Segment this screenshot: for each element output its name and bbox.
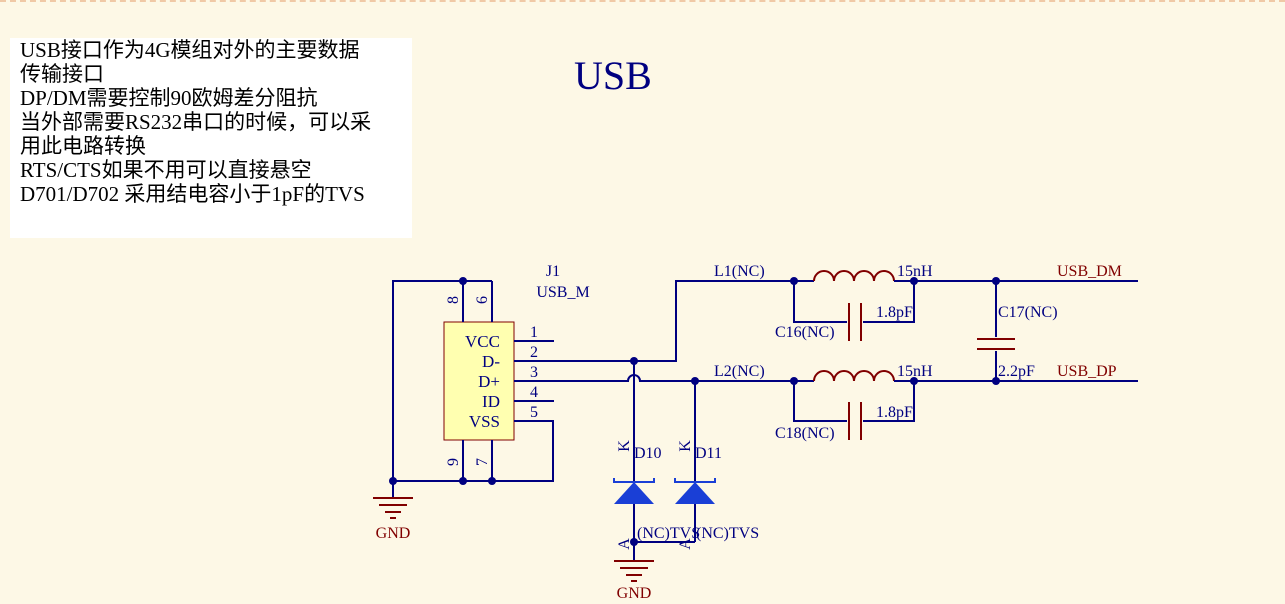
d10-a-label: A [616,538,633,550]
tvs-diode-d10[interactable]: K D10 A (NC)TVS [613,440,700,550]
l2-value: 15nH [897,363,933,380]
connector-value: USB_M [536,284,589,301]
c16-ref: C16(NC) [775,324,835,341]
net-label-usb-dm: USB_DM [1057,263,1122,280]
capacitor-c17[interactable]: C17(NC) 2.2pF [977,281,1058,381]
pin-number-7: 7 [474,458,491,466]
connector-ref: J1 [546,263,560,280]
gnd-label-left: GND [376,525,411,542]
gnd-label-bottom: GND [617,585,652,602]
d11-a-label: A [677,538,694,550]
tvs-diode-d11[interactable]: K D11 A (NC)TVS [674,440,759,550]
inductor-l1[interactable]: L1(NC) 15nH [714,263,933,285]
note-line-6: RTS/CTS如果不用可以直接悬空 [20,158,312,182]
d10-ref: D10 [634,445,662,462]
note-line-5: 用此电路转换 [20,134,146,158]
gnd-symbol-left: GND [373,497,413,542]
d11-value: (NC)TVS [696,525,759,542]
l2-ref: L2(NC) [714,363,765,380]
l1-ref: L1(NC) [714,263,765,280]
d10-value: (NC)TVS [637,525,700,542]
sheet-title: USB [574,53,652,98]
d11-ref: D11 [695,445,722,462]
pin-label-vcc: VCC [465,332,500,351]
c18-value: 1.8pF [876,404,913,421]
connector-j1[interactable]: J1 USB_M VCC D- D+ ID VSS 1 2 3 4 5 8 6 … [443,263,590,481]
pin-number-6: 6 [474,296,491,304]
pin-number-2: 2 [530,344,538,361]
pin-number-9: 9 [445,458,462,466]
note-line-3: DP/DM需要控制90欧姆差分阻抗 [20,86,318,110]
d11-k-label: K [677,440,694,452]
pin-label-id: ID [482,392,500,411]
dm-net-wiring [554,280,794,542]
design-notes: USB接口作为4G模组对外的主要数据 传输接口 DP/DM需要控制90欧姆差分阻… [10,38,412,238]
c17-ref: C17(NC) [998,304,1058,321]
pin-number-3: 3 [530,364,538,381]
connector-body [443,321,515,441]
diode-ground-wiring [630,538,695,560]
shield-wiring [389,277,554,497]
pin-number-8: 8 [445,296,462,304]
c16-value: 1.8pF [876,304,913,321]
capacitor-c16[interactable]: C16(NC) 1.8pF [775,281,915,341]
note-line-7: D701/D702 采用结电容小于1pF的TVS [20,182,365,206]
dp-net-wiring [554,374,794,484]
pin-label-dplus: D+ [478,372,500,391]
pin-label-vss: VSS [469,412,500,431]
sheet-border [0,0,1285,5]
c17-value: 2.2pF [998,363,1035,380]
pin-number-4: 4 [530,384,538,401]
pin-number-5: 5 [530,404,538,421]
pin-number-1: 1 [530,324,538,341]
pin-label-dminus: D- [482,352,500,371]
note-line-4: 当外部需要RS232串口的时候，可以采 [20,110,372,134]
capacitor-c18[interactable]: C18(NC) 1.8pF [775,381,915,442]
c18-ref: C18(NC) [775,425,835,442]
note-line-2: 传输接口 [20,62,104,86]
note-line-1: USB接口作为4G模组对外的主要数据 [20,38,360,62]
d10-k-label: K [616,440,633,452]
net-label-usb-dp: USB_DP [1057,363,1117,380]
gnd-symbol-bottom: GND [614,560,654,602]
l1-value: 15nH [897,263,933,280]
